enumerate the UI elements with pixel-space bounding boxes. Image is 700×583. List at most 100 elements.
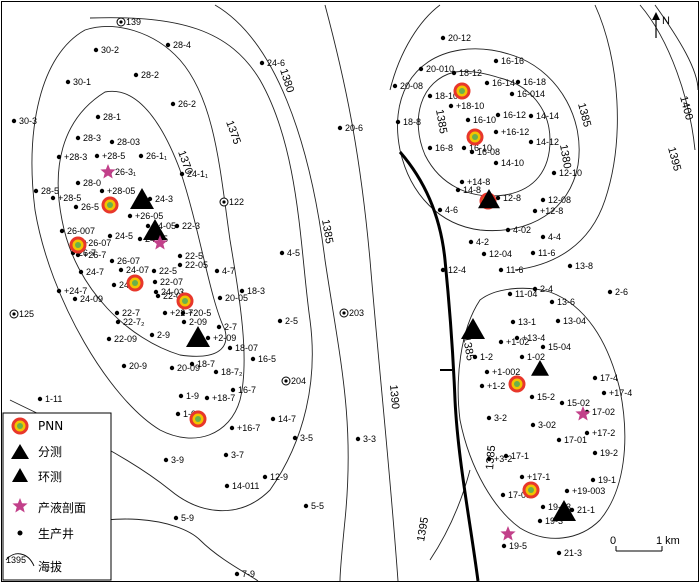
fluid-profile-star bbox=[152, 235, 168, 250]
well: 3-7 bbox=[223, 450, 244, 460]
triangle-icon bbox=[12, 468, 28, 482]
well-dot bbox=[75, 135, 81, 141]
well-label: 3-5 bbox=[300, 433, 313, 443]
legend: PNN 分测 环测 产液剖面 生产井 1395 海拔 bbox=[2, 412, 112, 581]
well-dot bbox=[50, 195, 56, 201]
pnn-core bbox=[195, 416, 201, 422]
well: 11-04 bbox=[507, 289, 537, 299]
well-dot bbox=[95, 114, 101, 120]
legend-elev-sample: 1395 bbox=[6, 555, 26, 565]
well-label: +1-002 bbox=[492, 367, 520, 377]
well-dot bbox=[250, 356, 256, 362]
pnn-core bbox=[514, 381, 520, 387]
well: 14-14 bbox=[528, 111, 559, 121]
well-dot bbox=[65, 79, 71, 85]
well: 16-10 bbox=[465, 115, 496, 125]
well: 5-9 bbox=[173, 513, 194, 523]
legend-label: 环测 bbox=[38, 470, 62, 484]
well-dot bbox=[181, 319, 187, 325]
well-dot bbox=[519, 474, 525, 480]
well: 22-5 bbox=[177, 251, 203, 261]
well-label: 21-3 bbox=[564, 548, 582, 558]
well: 4-6 bbox=[437, 205, 458, 215]
well: 26-2 bbox=[170, 99, 196, 109]
well-dot bbox=[205, 335, 211, 341]
well-dot bbox=[528, 139, 534, 145]
well-dot bbox=[555, 318, 561, 324]
well: 26-007 bbox=[59, 226, 95, 236]
well-dot bbox=[498, 339, 504, 345]
well: 28-5 bbox=[33, 186, 59, 196]
well: 19-03 bbox=[540, 502, 571, 512]
contour-label: 1385 bbox=[319, 218, 335, 244]
well: 11-6 bbox=[498, 265, 523, 275]
pnn-marker bbox=[508, 375, 526, 393]
well-dot bbox=[170, 101, 176, 107]
well-label: +28-5 bbox=[58, 193, 81, 203]
well-dot bbox=[216, 324, 222, 330]
well-dot bbox=[556, 550, 562, 556]
well: 24-07 bbox=[118, 265, 149, 275]
legend-elev: 1395 海拔 bbox=[5, 553, 62, 574]
well-label: 24-5 bbox=[115, 231, 133, 241]
well-label: 20-010 bbox=[426, 64, 454, 74]
well: 22-3 bbox=[174, 221, 200, 231]
well-label: 16-10 bbox=[469, 143, 492, 153]
observation-well-core bbox=[222, 200, 226, 204]
pnn-core bbox=[459, 88, 465, 94]
well: 13-6 bbox=[549, 297, 575, 307]
well-label: 22-5 bbox=[185, 251, 203, 261]
well-dot bbox=[33, 188, 39, 194]
well-dot bbox=[495, 195, 501, 201]
scale-bar: 0 1 km bbox=[610, 535, 680, 552]
well-dot bbox=[461, 145, 467, 151]
well-dot bbox=[418, 66, 424, 72]
well: 22-7₂ bbox=[115, 317, 145, 327]
well-dot bbox=[114, 310, 120, 316]
contour-label: 1390 bbox=[387, 384, 401, 409]
fluid-profile-star bbox=[575, 406, 591, 421]
contour-line-1380-east bbox=[417, 70, 551, 197]
contour-label: 1395 bbox=[415, 516, 431, 542]
contour-line-1385-mid bbox=[214, 4, 349, 582]
pnn-core bbox=[472, 134, 478, 140]
well: 4-5 bbox=[279, 248, 300, 258]
well: 20-12 bbox=[440, 33, 471, 43]
pnn-core bbox=[182, 298, 188, 304]
well-label: 26-3₁ bbox=[115, 167, 136, 177]
well: 14-12 bbox=[528, 137, 559, 147]
well: 7-9 bbox=[234, 569, 255, 579]
well-label: 24-05 bbox=[153, 221, 176, 231]
well: 2-5 bbox=[277, 316, 298, 326]
contour-line-1385-east bbox=[397, 48, 580, 232]
well-label: 1-02 bbox=[527, 352, 545, 362]
well-label: 16-16 bbox=[501, 56, 524, 66]
well: +19-003 bbox=[564, 486, 605, 496]
well-label: 12-9 bbox=[270, 472, 288, 482]
well-dot bbox=[448, 103, 454, 109]
well: 28-2 bbox=[133, 70, 159, 80]
well-dot bbox=[73, 204, 79, 210]
observation-well-core bbox=[284, 379, 288, 383]
well: 1-11 bbox=[37, 394, 62, 404]
legend-label: PNN bbox=[38, 419, 63, 433]
well-label: 204 bbox=[291, 376, 306, 386]
well-dot bbox=[493, 58, 499, 64]
well-dot bbox=[493, 160, 499, 166]
well-label: 28-4 bbox=[173, 40, 191, 50]
contour-label: 1380 bbox=[557, 143, 573, 169]
well-dot bbox=[78, 269, 84, 275]
contour-lines bbox=[9, 4, 699, 582]
well-label: 13-04 bbox=[563, 316, 586, 326]
well-dot bbox=[75, 252, 81, 258]
contour-icon bbox=[5, 553, 35, 567]
well-label: 122 bbox=[229, 197, 244, 207]
well-label: 24-7 bbox=[86, 267, 104, 277]
well-label: 5-5 bbox=[311, 501, 324, 511]
well-dot bbox=[440, 267, 446, 273]
contour-line-1395-east bbox=[514, 4, 618, 271]
well-label: 4-2 bbox=[476, 237, 489, 247]
well-label: 20-9 bbox=[129, 361, 147, 371]
well: 2-4 bbox=[532, 284, 553, 294]
